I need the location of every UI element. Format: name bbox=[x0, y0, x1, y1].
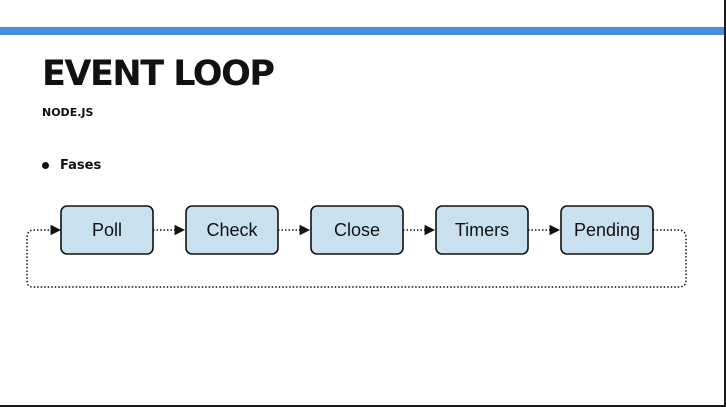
slide-title: EVENT LOOP bbox=[42, 54, 275, 94]
phase-box-poll: Poll bbox=[60, 205, 154, 255]
phase-box-timers: Timers bbox=[435, 205, 529, 255]
loop-back-connector bbox=[26, 224, 687, 288]
phase-box-pending: Pending bbox=[560, 205, 654, 255]
bullet-text: Fases bbox=[60, 158, 102, 173]
phase-label-timers: Timers bbox=[455, 220, 509, 240]
phase-label-check: Check bbox=[206, 220, 258, 240]
phase-label-poll: Poll bbox=[92, 220, 122, 240]
bullet-icon bbox=[42, 162, 49, 169]
phase-box-close: Close bbox=[310, 205, 404, 255]
bullet-item: Fases bbox=[42, 158, 101, 173]
phase-box-check: Check bbox=[185, 205, 279, 255]
accent-bar bbox=[0, 27, 724, 35]
phase-label-close: Close bbox=[334, 220, 380, 240]
slide-subtitle: NODE.JS bbox=[42, 106, 94, 119]
phase-label-pending: Pending bbox=[574, 220, 640, 240]
